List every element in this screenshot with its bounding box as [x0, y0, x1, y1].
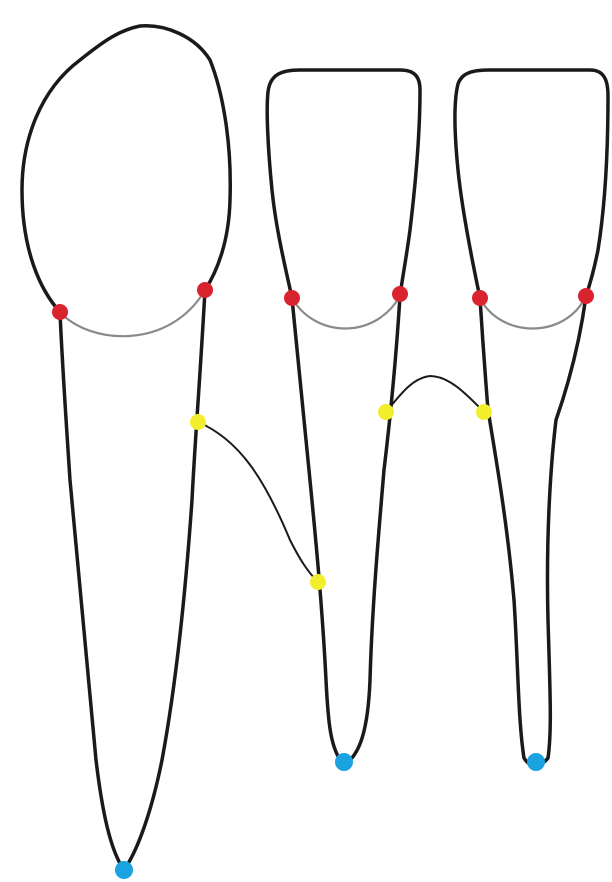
bone-crest-point — [190, 414, 206, 430]
cej-point — [52, 304, 68, 320]
cej-point — [472, 290, 488, 306]
cej-point — [578, 288, 594, 304]
cej-points — [52, 282, 594, 320]
apex-point — [527, 753, 545, 771]
apex-point — [335, 753, 353, 771]
bone-crest-point — [310, 574, 326, 590]
tooth-left-outline — [22, 26, 230, 870]
cej-line-middle — [292, 296, 400, 329]
bone-crest-point — [476, 404, 492, 420]
cej-line-left — [60, 290, 205, 336]
cej-point — [197, 282, 213, 298]
bone-line-left-middle — [198, 422, 318, 582]
apex-point — [115, 861, 133, 879]
tooth-outlines — [22, 26, 608, 870]
bone-line-middle-right — [386, 376, 484, 412]
cej-point — [284, 290, 300, 306]
bone-crest-point — [378, 404, 394, 420]
tooth-middle-outline — [267, 70, 420, 765]
apex-points — [115, 753, 545, 879]
tooth-right-outline — [455, 70, 608, 766]
bone-crest-points — [190, 404, 492, 590]
cej-point — [392, 286, 408, 302]
cej-line-right — [480, 296, 586, 329]
bone-level-lines — [198, 376, 484, 582]
cej-lines — [60, 290, 586, 336]
